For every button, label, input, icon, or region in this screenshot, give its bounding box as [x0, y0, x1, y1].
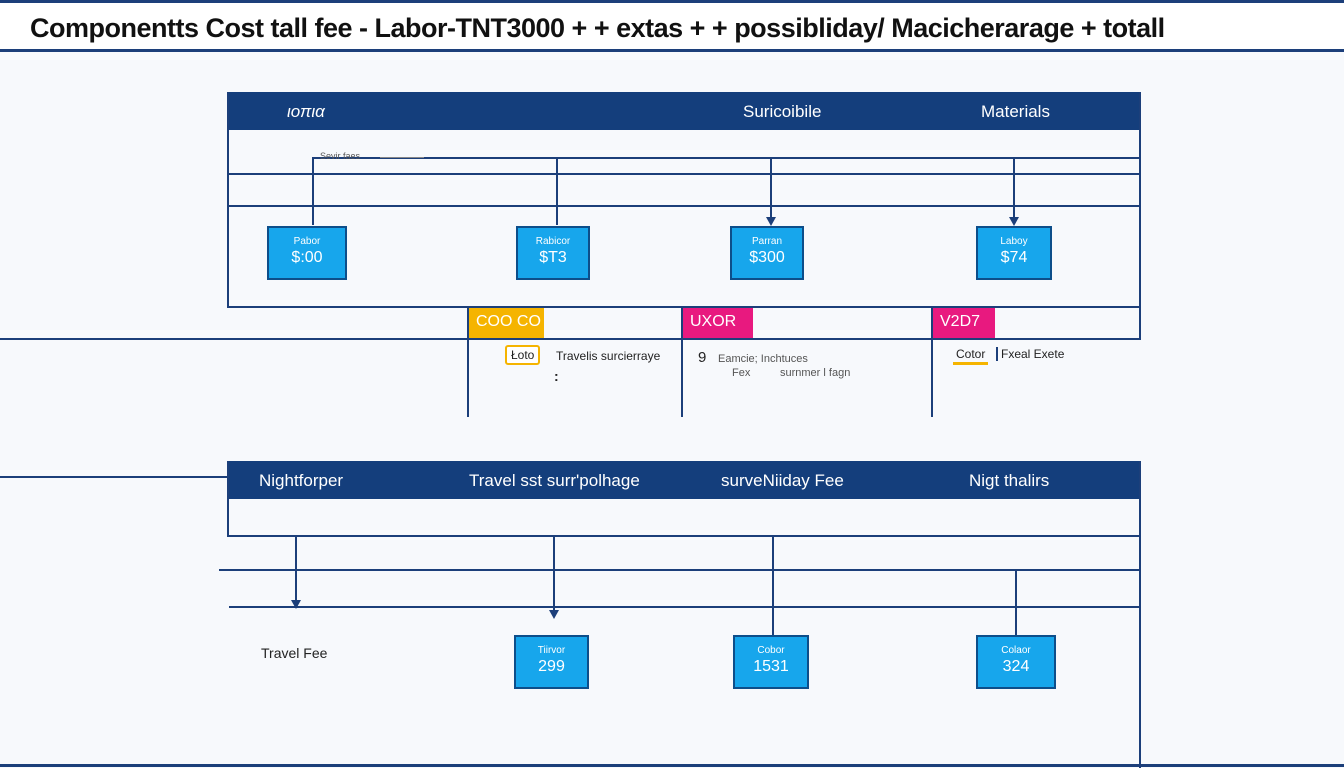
cost-box-label: Rabicor	[535, 236, 571, 247]
top-panel-left-border	[227, 92, 229, 307]
bottom-header-col-4: Nigt thalirs	[969, 471, 1050, 490]
cost-box-cobor: Cobor 1531	[733, 635, 809, 689]
cost-box-label: Tiirvor	[537, 645, 566, 656]
bottom-header-col-2: Travel sst surr'polhage	[469, 471, 640, 490]
bottom-connector-2	[553, 535, 555, 611]
cost-box-tiirvor: Tiirvor 299	[514, 635, 589, 689]
middle-divider-3	[931, 307, 933, 417]
page-bottom-rule	[0, 764, 1344, 767]
bottom-panel-rule-2	[219, 569, 1141, 571]
group3-badge: Cotor	[953, 346, 989, 365]
cost-box-label: Laboy	[1000, 236, 1028, 247]
top-panel-header: ιοπια Suricoibile Materials	[227, 92, 1141, 130]
top-panel-right-border	[1139, 92, 1141, 340]
top-arrow-3	[766, 217, 776, 226]
group3-text: Fxeal Exete	[996, 347, 1064, 361]
top-connector-4	[1013, 157, 1015, 219]
cost-box-labor: Pabor $:00	[267, 226, 347, 280]
series-label: Sevir faes	[320, 151, 361, 161]
bottom-arrow-1	[291, 600, 301, 609]
cost-box-label: Colaor	[1001, 645, 1031, 656]
cost-box-value: 324	[1002, 658, 1030, 675]
middle-divider-1	[467, 307, 469, 417]
group1-text: Travelis surcierraye	[556, 349, 661, 363]
top-panel-rule-3	[227, 205, 1141, 207]
cost-box-laboy: Laboy $74	[976, 226, 1052, 280]
top-panel-rule-2	[227, 173, 1141, 175]
middle-divider-2	[681, 307, 683, 417]
cost-box-value: $74	[1000, 249, 1028, 266]
bottom-panel-rule-3	[229, 606, 1141, 608]
series-label-leader	[380, 157, 424, 158]
group1-badge: Łoto	[505, 345, 541, 365]
bottom-connector-4	[1015, 569, 1017, 635]
group1-dots: :	[554, 368, 559, 384]
bottom-panel-right-border	[1139, 461, 1141, 768]
bottom-panel-header: Nightforper Travel sst surr'polhage surv…	[227, 461, 1141, 499]
bottom-connector-1	[295, 535, 297, 601]
top-panel-rule-1	[312, 157, 1141, 159]
bottom-header-col-3: surveNiiday Fee	[721, 471, 844, 490]
top-header-col-3: Materials	[981, 102, 1050, 121]
cost-box-label: Parran	[751, 236, 782, 247]
cost-box-parran: Parran $300	[730, 226, 804, 280]
bottom-panel-left-border	[227, 461, 229, 537]
tag-magenta-2: V2D7	[933, 308, 995, 338]
top-panel-bottom-border	[227, 306, 1141, 308]
title-bar: Componentts Cost tall fee - Labor-TNT300…	[0, 0, 1344, 52]
middle-rule	[0, 338, 1141, 340]
top-arrow-4	[1009, 217, 1019, 226]
cost-box-label: Pabor	[293, 236, 321, 247]
bottom-connector-3	[772, 535, 774, 635]
top-connector-1	[312, 157, 314, 225]
cost-box-rabicor: Rabicor $T3	[516, 226, 590, 280]
cost-box-label: Cobor	[757, 645, 785, 656]
bottom-feed-line	[0, 476, 228, 478]
group2-line2-a: Fex	[732, 367, 751, 379]
bottom-arrow-2	[549, 610, 559, 619]
cost-box-value: $300	[749, 249, 785, 266]
cost-box-value: $:00	[291, 249, 323, 266]
bottom-header-col-1: Nightforper	[259, 471, 344, 490]
top-connector-3	[770, 157, 772, 219]
travel-fee-label: Travel Fee	[261, 645, 328, 661]
top-header-col-2: Suricoibile	[743, 102, 822, 121]
group2-number: 9	[698, 349, 707, 366]
cost-box-value: $T3	[539, 249, 567, 266]
top-header-col-1: ιοπια	[287, 102, 325, 121]
cost-box-colaor: Colaor 324	[976, 635, 1056, 689]
cost-box-value: 299	[538, 658, 565, 675]
group2-line2-b: surnmer l fagn	[780, 367, 851, 379]
diagram-title: Componentts Cost tall fee - Labor-TNT300…	[30, 13, 1165, 43]
tag-magenta-1: UXOR	[683, 308, 753, 338]
group2-line1: Eamcie; Inchtuces	[718, 353, 808, 365]
bottom-panel-rule-1	[227, 535, 1141, 537]
cost-box-value: 1531	[753, 658, 789, 675]
top-connector-2	[556, 157, 558, 225]
tag-yellow: COO CO	[469, 308, 544, 338]
